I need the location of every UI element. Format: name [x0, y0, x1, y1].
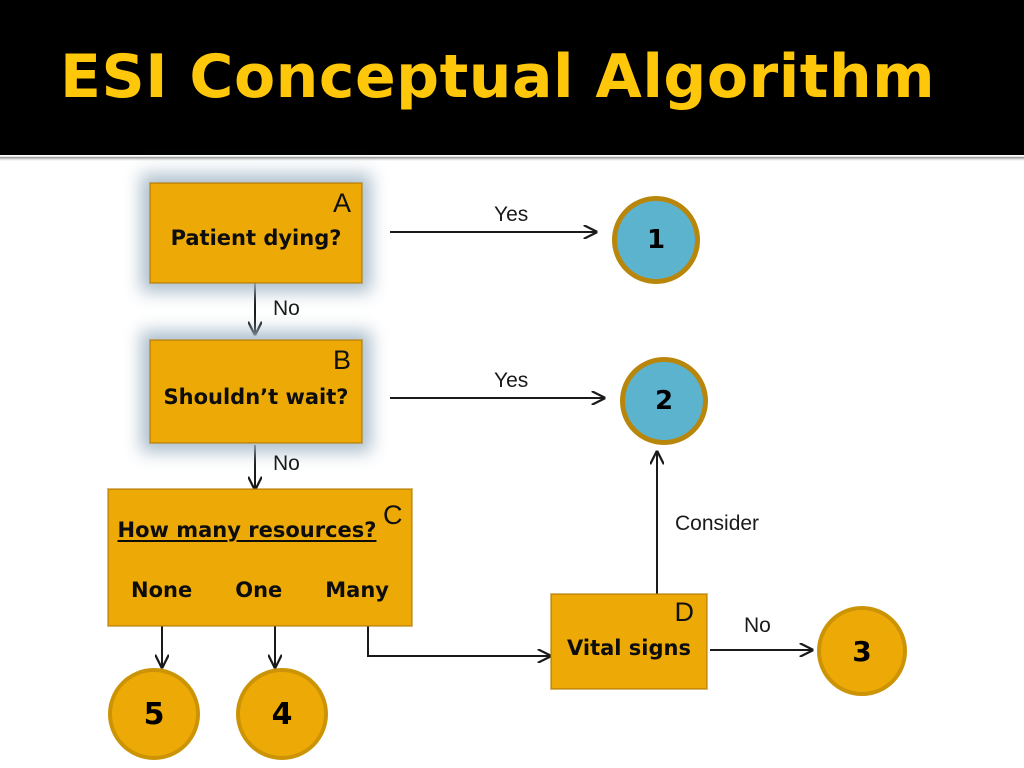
- level-5-value: 5: [143, 696, 165, 732]
- edge-label-consider: Consider: [675, 512, 760, 535]
- node-a-label: Patient dying?: [170, 226, 342, 250]
- node-b-label: Shouldn’t wait?: [163, 385, 349, 409]
- level-4-circle[interactable]: 4: [236, 668, 328, 760]
- edge-label-a-yes: Yes: [494, 203, 529, 226]
- level-3-value: 3: [852, 634, 872, 668]
- node-c-letter: C: [383, 500, 403, 530]
- node-d-vital-signs[interactable]: D Vital signs: [551, 594, 707, 689]
- edge-label-b-yes: Yes: [494, 369, 529, 392]
- level-2-value: 2: [654, 386, 674, 416]
- edge-label-a-no: No: [273, 297, 300, 320]
- node-d-letter: D: [674, 597, 695, 627]
- level-3-circle[interactable]: 3: [817, 606, 907, 696]
- edge-label-d-no: No: [744, 614, 771, 637]
- level-4-value: 4: [271, 696, 293, 732]
- edge-label-b-no: No: [273, 452, 300, 475]
- node-b-letter: B: [332, 345, 351, 375]
- title-divider-rule: [0, 155, 1024, 161]
- level-2-circle[interactable]: 2: [620, 357, 708, 445]
- node-c-how-many-resources[interactable]: How many resources? None One Many: [108, 489, 412, 626]
- node-a-letter: A: [332, 188, 351, 218]
- page-title: ESI Conceptual Algorithm: [60, 42, 936, 112]
- node-c-option-none[interactable]: None: [131, 578, 193, 602]
- level-5-circle[interactable]: 5: [108, 668, 200, 760]
- node-c-option-one[interactable]: One: [235, 578, 283, 602]
- level-1-value: 1: [646, 225, 666, 255]
- node-d-label: Vital signs: [567, 636, 691, 660]
- edge-many-to-d: [367, 626, 550, 656]
- node-a-patient-dying[interactable]: A Patient dying?: [150, 183, 362, 283]
- node-b-shouldnt-wait[interactable]: B Shouldn’t wait?: [150, 340, 362, 443]
- level-1-circle[interactable]: 1: [612, 196, 700, 284]
- title-band: [0, 0, 1024, 155]
- node-c-option-many[interactable]: Many: [325, 578, 389, 602]
- node-c-label: How many resources?: [117, 518, 377, 542]
